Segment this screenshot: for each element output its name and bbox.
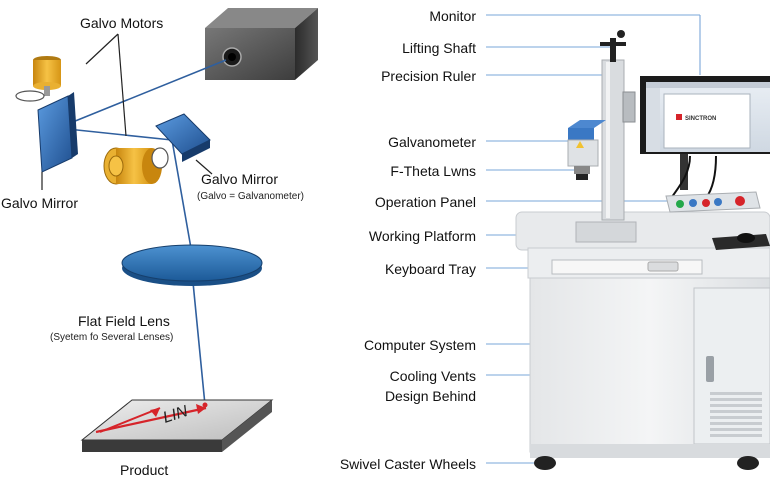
label-working-platform: Working Platform xyxy=(368,228,476,244)
lifting-column xyxy=(600,30,636,221)
label-design-behind: Design Behind xyxy=(384,388,476,404)
lens-note: (Syetem fo Several Lenses) xyxy=(50,332,174,343)
label-operation-panel: Operation Panel xyxy=(374,194,476,210)
cooling-vents xyxy=(710,392,762,437)
galvo-motors-label: Galvo Motors xyxy=(80,15,164,31)
caster-wheels xyxy=(534,456,759,470)
galvo-motor-right xyxy=(103,147,169,185)
cables xyxy=(669,155,717,201)
label-swivel-caster-wheels: Swivel Caster Wheels xyxy=(339,456,476,472)
product-plate: LIN xyxy=(80,399,274,452)
label-precision-ruler: Precision Ruler xyxy=(381,68,476,84)
monitor-brand: SINCTRON xyxy=(685,116,716,122)
monitor: SINCTRON xyxy=(640,76,770,190)
flat-field-lens xyxy=(121,244,263,286)
flat-field-lens-label: Flat Field Lens xyxy=(78,313,170,329)
svg-text:LIN: LIN xyxy=(161,403,190,427)
galvo-mirror-left-label: Galvo Mirror xyxy=(1,195,79,211)
laser-beam-path xyxy=(57,59,227,406)
label-lifting-shaft: Lifting Shaft xyxy=(402,40,476,56)
label-monitor: Monitor xyxy=(429,8,476,24)
label-keyboard-tray: Keyboard Tray xyxy=(384,261,476,277)
galvanometer-head xyxy=(567,120,606,180)
label-cooling-vents: Cooling Vents xyxy=(389,368,476,384)
operation-panel xyxy=(665,191,761,213)
label-f-theta-lens: F-Theta Lwns xyxy=(390,163,476,179)
galvo-mirror-right-label: Galvo Mirror xyxy=(201,171,279,187)
galvo-mirror-left xyxy=(37,92,78,173)
laser-source-box xyxy=(205,8,318,80)
label-galvanometer: Galvanometer xyxy=(388,134,476,150)
mouse-pad xyxy=(712,233,770,250)
galvo-note: (Galvo = Galvanometer) xyxy=(197,191,304,202)
machine-cabinet xyxy=(515,211,770,458)
galvo-motor-left xyxy=(15,56,61,102)
left-leader-lines xyxy=(41,33,213,190)
working-platform xyxy=(575,221,637,243)
galvo-mirror-right xyxy=(155,113,211,162)
label-computer-system: Computer System xyxy=(363,337,476,353)
product-label: Product xyxy=(120,462,169,478)
